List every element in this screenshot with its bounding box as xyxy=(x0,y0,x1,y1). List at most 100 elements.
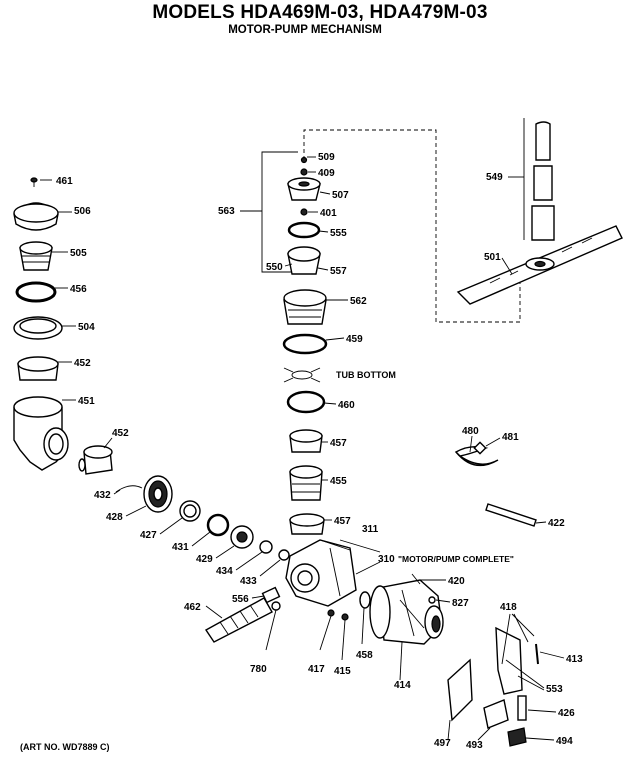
label-827: 827 xyxy=(452,598,469,609)
gasket-459 xyxy=(282,333,328,355)
label-493: 493 xyxy=(466,740,483,751)
label-462: 462 xyxy=(184,602,201,613)
leader-311 xyxy=(339,539,381,553)
spray-tube-549 xyxy=(508,118,555,241)
cup-550-557 xyxy=(287,246,321,275)
leader-480 xyxy=(469,435,473,453)
label-457-lower: 457 xyxy=(334,516,351,527)
ring-457-upper xyxy=(289,429,323,453)
wire-432 xyxy=(115,485,143,493)
label-459: 459 xyxy=(346,334,363,345)
label-563: 563 xyxy=(218,206,235,217)
label-505: 505 xyxy=(70,248,87,259)
label-509: 509 xyxy=(318,152,335,163)
clip-553 xyxy=(505,659,545,691)
washer-401 xyxy=(300,208,308,216)
label-553: 553 xyxy=(546,684,563,695)
tub-bottom-marker xyxy=(283,367,321,383)
label-507: 507 xyxy=(332,190,349,201)
label-550: 550 xyxy=(266,262,283,273)
leader-557 xyxy=(317,267,329,271)
screw-417 xyxy=(319,609,335,651)
bracket-563 xyxy=(240,151,298,273)
label-481: 481 xyxy=(502,432,519,443)
label-426: 426 xyxy=(558,708,575,719)
block-493 xyxy=(483,699,509,729)
label-458: 458 xyxy=(356,650,373,661)
label-434: 434 xyxy=(216,566,233,577)
clamp-452-upper xyxy=(17,356,59,381)
screw-415 xyxy=(341,613,349,661)
leader-429 xyxy=(215,545,235,559)
leader-413 xyxy=(539,651,565,659)
clip-420 xyxy=(411,573,421,585)
seal-427 xyxy=(179,500,201,522)
label-310: 310 xyxy=(378,554,395,565)
label-460: 460 xyxy=(338,400,355,411)
label-506: 506 xyxy=(74,206,91,217)
label-414: 414 xyxy=(394,680,411,691)
diagram-title: MODELS HDA469M-03, HDA479M-03 xyxy=(152,2,488,23)
ring-555 xyxy=(287,221,321,239)
seal-458 xyxy=(359,591,371,645)
label-452-lower: 452 xyxy=(112,428,129,439)
label-433: 433 xyxy=(240,576,257,587)
label-431: 431 xyxy=(172,542,189,553)
label-504: 504 xyxy=(78,322,95,333)
ring-456 xyxy=(15,281,57,303)
cover-504 xyxy=(13,316,63,340)
label-413: 413 xyxy=(566,654,583,665)
bearing-434 xyxy=(259,540,273,554)
label-452-upper: 452 xyxy=(74,358,91,369)
label-497: 497 xyxy=(434,738,451,749)
leader-452-lower xyxy=(103,437,113,449)
leader-556 xyxy=(251,595,265,599)
leader-459 xyxy=(325,337,345,341)
label-457-upper: 457 xyxy=(330,438,347,449)
filter-505 xyxy=(19,241,53,271)
leader-428 xyxy=(125,505,147,517)
label-429: 429 xyxy=(196,554,213,565)
leader-460 xyxy=(323,402,337,405)
label-417: 417 xyxy=(308,664,325,675)
leader-555 xyxy=(318,230,329,233)
leader-433 xyxy=(259,559,281,577)
diagram-subtitle: MOTOR-PUMP MECHANISM xyxy=(228,24,382,36)
label-461: 461 xyxy=(56,176,73,187)
label-427: 427 xyxy=(140,530,157,541)
label-780: 780 xyxy=(250,664,267,675)
label-428: 428 xyxy=(106,512,123,523)
impeller-428 xyxy=(143,475,173,513)
dashed-leader xyxy=(303,129,521,323)
leader-432 xyxy=(113,489,121,495)
label-562: 562 xyxy=(350,296,367,307)
label-409: 409 xyxy=(318,168,335,179)
ring-431 xyxy=(206,513,230,537)
leader-310 xyxy=(355,561,381,575)
fastener-827 xyxy=(428,596,436,604)
bolt-413 xyxy=(535,643,539,665)
wire-414 xyxy=(399,641,403,681)
hub-507 xyxy=(287,177,321,201)
block-494 xyxy=(507,727,527,747)
spray-arm-501 xyxy=(456,225,623,305)
leader-462 xyxy=(205,605,223,619)
plate-426 xyxy=(517,695,527,721)
screw-509 xyxy=(300,156,308,164)
impeller-429 xyxy=(230,525,254,549)
label-401: 401 xyxy=(320,208,337,219)
nut-481 xyxy=(473,441,487,455)
gasket-460 xyxy=(286,390,326,414)
label-456: 456 xyxy=(70,284,87,295)
motor-310 xyxy=(369,579,444,645)
washer-409 xyxy=(300,168,308,176)
housing-451 xyxy=(13,396,69,471)
label-455: 455 xyxy=(330,476,347,487)
drain-hose-462 xyxy=(204,597,273,643)
label-432: 432 xyxy=(94,490,111,501)
screw-461 xyxy=(30,177,38,187)
leader-550 xyxy=(284,263,293,267)
label-556: 556 xyxy=(232,594,249,605)
